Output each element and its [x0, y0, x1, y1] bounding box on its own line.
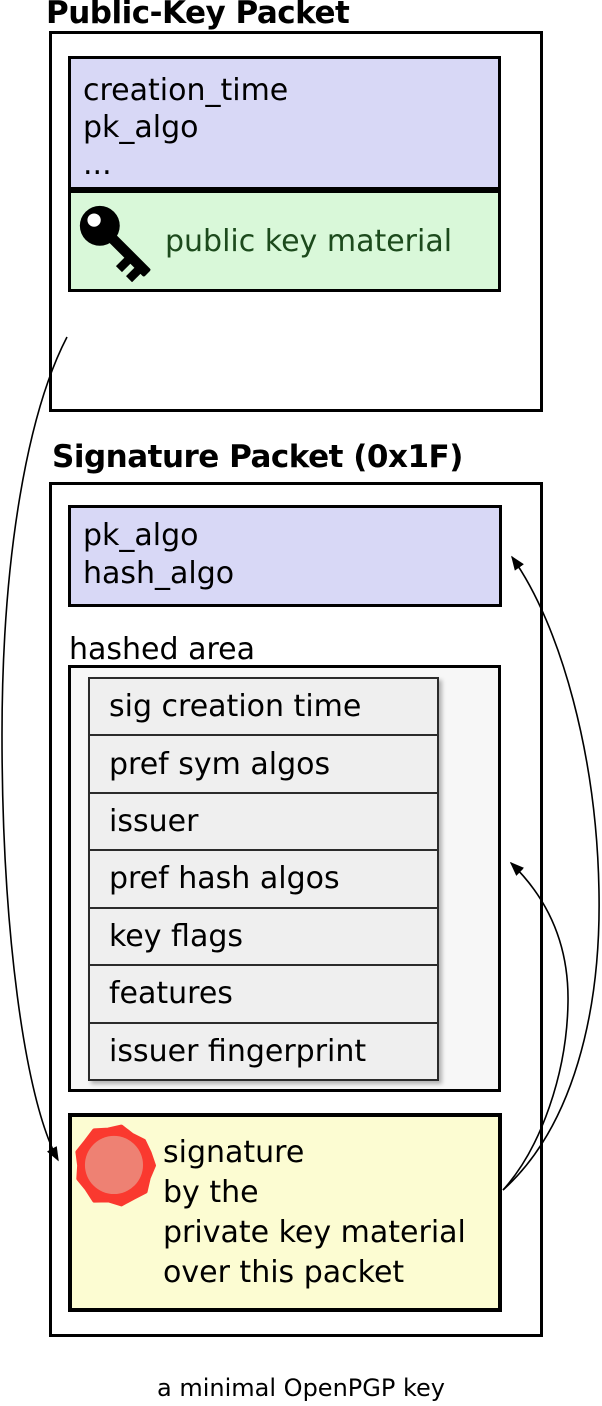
- public-key-material-label: public key material: [165, 223, 453, 259]
- signature-line-2: by the: [163, 1175, 259, 1210]
- public-key-packet-title: Public-Key Packet: [46, 0, 350, 31]
- subpacket-issuer-fingerprint: issuer fingerprint: [109, 1033, 367, 1069]
- signature-line-4: over this packet: [163, 1255, 405, 1290]
- field-sig-hash-algo: hash_algo: [83, 556, 235, 591]
- subpacket-issuer: issuer: [90, 794, 437, 852]
- signature-header-box: pk_algo hash_algo: [68, 505, 502, 607]
- subpacket-features: features: [90, 966, 437, 1024]
- subpacket-list: sig creation time pref sym algos issuer …: [88, 677, 439, 1081]
- field-ellipsis: ...: [83, 147, 112, 182]
- signature-line-1: signature: [163, 1135, 305, 1170]
- signature-value-box: [68, 1113, 502, 1312]
- subpacket-sig-creation-time: sig creation time: [90, 679, 437, 737]
- field-pk-algo: pk_algo: [83, 110, 199, 145]
- signature-description: signature by the private key material ov…: [163, 1133, 466, 1293]
- public-key-material-box: public key material: [68, 190, 501, 292]
- subpacket-pref-sym-algos: pref sym algos: [90, 736, 437, 794]
- hashed-area-label: hashed area: [69, 632, 255, 667]
- diagram-caption: a minimal OpenPGP key: [157, 1374, 445, 1402]
- signature-line-3: private key material: [163, 1215, 466, 1250]
- seal-icon: [75, 1124, 156, 1207]
- field-sig-pk-algo: pk_algo: [83, 518, 199, 553]
- key-icon: [79, 205, 151, 282]
- signature-packet-title: Signature Packet (0x1F): [52, 439, 463, 475]
- subpacket-key-flags: key flags: [90, 909, 437, 967]
- public-key-header-box: creation_time pk_algo ...: [68, 56, 501, 190]
- field-creation-time: creation_time: [83, 73, 289, 108]
- subpacket-pref-hash-algos: pref hash algos: [90, 851, 437, 909]
